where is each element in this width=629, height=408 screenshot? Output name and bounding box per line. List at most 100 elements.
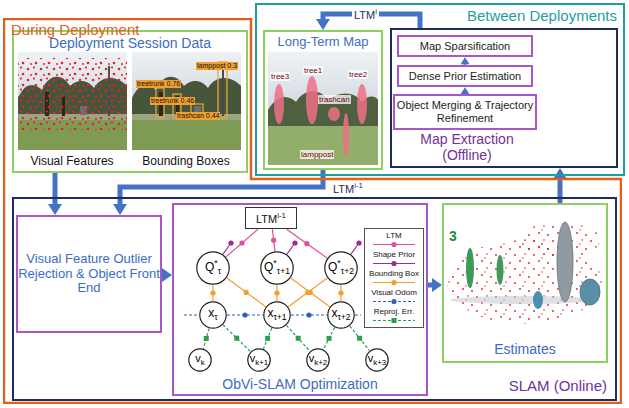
object-id: 3: [448, 228, 458, 244]
arrowhead: [432, 278, 442, 292]
supscript: i: [375, 7, 377, 16]
legend-sample: [369, 298, 419, 305]
process-box: Object Merging & Trajectory Refinement: [393, 94, 537, 129]
subscript: τ+1: [273, 312, 286, 322]
pose-node: xτ: [199, 301, 227, 329]
factor-edge: [288, 278, 327, 307]
base-text: LTM: [333, 183, 354, 195]
connector-group: [48, 173, 62, 215]
connector-group: [291, 278, 330, 307]
connector-group: [288, 278, 327, 307]
detection-label: lamppost 0.3: [196, 62, 238, 70]
legend-text: Reproj. Err.: [365, 307, 423, 317]
base-text: Q: [205, 260, 214, 274]
legend-box: LTMShape PriorBounding BoxVisual OdomRep…: [364, 228, 424, 328]
legend-mark: [391, 242, 396, 247]
node-label: vk: [195, 352, 204, 367]
arrowhead: [553, 168, 567, 179]
feature-node: vk+1: [247, 348, 271, 372]
detection-label: treetrunk 0.46: [150, 97, 195, 105]
panel-title: Long-Term Map: [265, 35, 381, 50]
subscript: k: [201, 359, 205, 368]
subscript: k+3: [373, 359, 386, 368]
legend-row: Bounding Box: [365, 269, 423, 288]
edge-label: LTMi-1: [331, 181, 365, 195]
factor-edge: [286, 325, 309, 351]
image-caption: Bounding Boxes: [130, 155, 242, 169]
map-object-label: trashcan: [318, 95, 351, 104]
node-label: Q*τ+2: [328, 259, 354, 277]
base-text: v: [309, 352, 315, 364]
pose-node: xτ+1: [263, 301, 291, 329]
circle-outline: [248, 349, 270, 371]
node-label: vk+3: [368, 352, 386, 367]
circle-outline: [261, 252, 293, 284]
subscript: τ: [218, 266, 221, 276]
base-text: Q: [264, 260, 273, 274]
base-text: x: [331, 306, 337, 320]
node-label: Visual Feature Outlier Rejection & Objec…: [18, 252, 160, 297]
node-label: vk+1: [250, 352, 268, 367]
node-label: Dense Prior Estimation: [409, 70, 522, 83]
circle-outline: [200, 302, 226, 328]
factor-dot: [306, 312, 311, 317]
legend-sample: [369, 260, 419, 267]
long-term-map-photo: [268, 52, 378, 165]
base-text: LTM: [354, 9, 375, 21]
factor-edge: [287, 229, 328, 258]
bounding-boxes-photo: [132, 52, 241, 150]
circle-outline: [366, 349, 388, 371]
process-box: Map Sparsification: [397, 35, 533, 58]
node-label: Q*τ+1: [264, 259, 290, 277]
base-text: v: [250, 352, 256, 364]
landmark-node: Q*τ+2: [324, 251, 358, 285]
subscript: τ+2: [341, 266, 354, 276]
factor-square: [234, 336, 239, 341]
legend-text: Shape Prior: [365, 250, 423, 260]
connector-group: [274, 285, 279, 301]
session-data-panel: Deployment Session DataVisual FeaturesBo…: [12, 30, 248, 173]
panel-title: SLAM (Online): [509, 377, 607, 394]
factor-dot: [210, 290, 215, 295]
subscript: τ: [214, 312, 217, 322]
feature-node: vk+2: [306, 348, 330, 372]
map-object-label: tree3: [270, 72, 290, 81]
flow-arrow: [53, 173, 58, 206]
map-object-label: tree2: [348, 70, 368, 79]
factor-square: [204, 336, 209, 341]
subscript: k+1: [255, 359, 268, 368]
node-label: Map Sparsification: [420, 40, 511, 53]
panel-title: Between Deployments: [467, 7, 617, 24]
factor-edge: [226, 229, 258, 257]
visual-features-photo: [18, 52, 127, 150]
panel-title: Map Extraction (Offline): [402, 131, 532, 163]
landmark-node: Q*τ: [196, 251, 230, 285]
factor-dot: [274, 290, 279, 295]
connector-group: [227, 312, 263, 317]
region-border: [4, 19, 621, 403]
arrowhead: [461, 87, 470, 94]
legend-sample: [369, 317, 419, 324]
legend-row: Visual Odom: [365, 288, 423, 307]
connector-group: [203, 328, 209, 348]
factor-square: [296, 336, 301, 341]
factor-edge: [323, 327, 334, 349]
factor-edge: [263, 328, 271, 349]
feature-node: vk+3: [365, 348, 389, 372]
flow-arrow: [558, 177, 563, 203]
extraction-panel: Map SparsificationDense Prior Estimation…: [390, 28, 618, 168]
feature-node: vk: [188, 348, 212, 372]
map-object-label: lamppost: [300, 150, 334, 159]
connector-group: [226, 229, 258, 257]
connector-group: [286, 325, 309, 351]
detection-label: trashcan 0.44: [176, 112, 220, 120]
factor-edge: [350, 326, 370, 351]
circle-outline: [307, 349, 329, 371]
circle-outline: [264, 302, 290, 328]
circle-outline: [197, 252, 229, 284]
base-text: LTM: [256, 213, 277, 225]
legend-text: Bounding Box: [365, 269, 423, 279]
edge-label: LTMi: [352, 7, 379, 21]
